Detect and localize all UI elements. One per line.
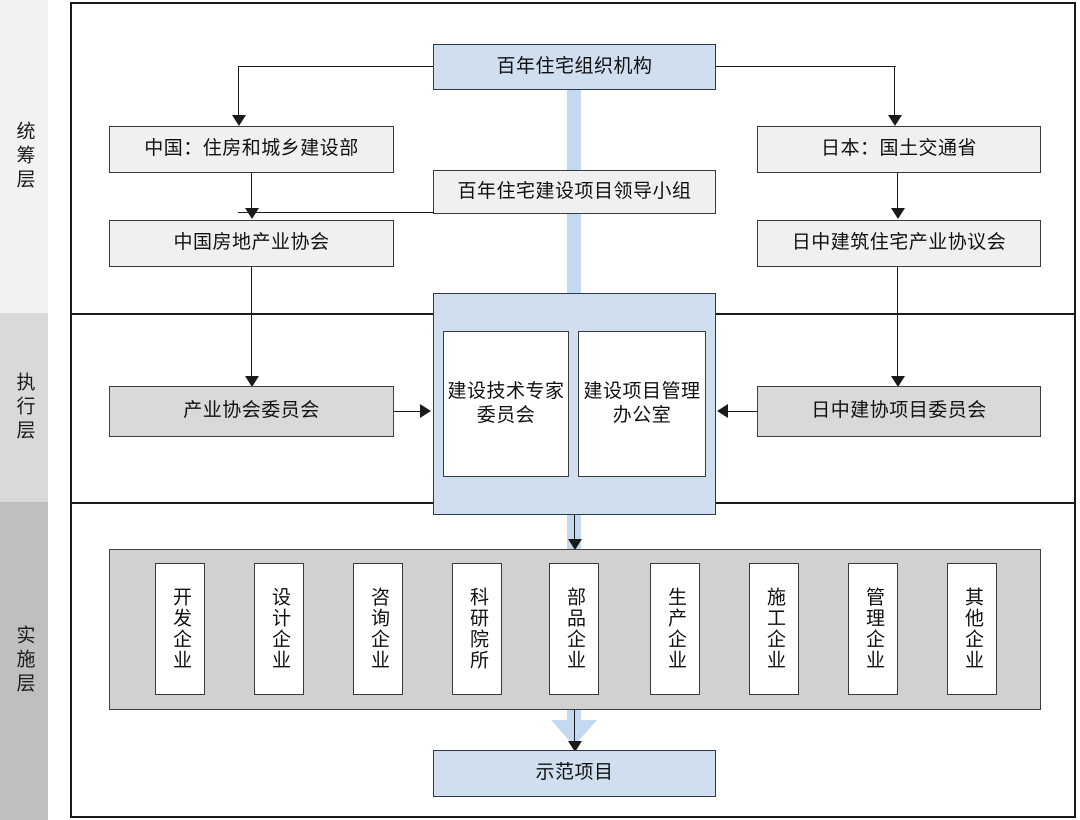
- connector-bar-to-outcome: [574, 710, 575, 743]
- layer-rail-implementation: 实施层: [0, 502, 48, 820]
- node-china-ministry[interactable]: 中国：住房和城乡建设部: [109, 126, 394, 173]
- node-japan-association[interactable]: 日中建筑住宅产业协议会: [757, 220, 1041, 267]
- node-japan-ministry-label: 日本：国土交通省: [820, 138, 977, 160]
- layer-rail-coordination: 统筹层: [0, 0, 48, 313]
- connector-right-committee-to-center: [728, 411, 758, 412]
- node-enterprise-4-label: 部品企业: [563, 587, 585, 671]
- connector-leadinggroup-to-china-column: [238, 212, 434, 213]
- node-construction-tech-expert-committee-label: 建设技术专家委员会: [447, 380, 565, 426]
- arrowhead-left-to-center: [420, 404, 431, 418]
- connector-title-to-right: [715, 66, 896, 67]
- node-industry-association-committee-label: 产业协会委员会: [183, 400, 320, 422]
- node-construction-project-management-office-label: 建设项目管理办公室: [583, 380, 701, 426]
- connector-right-drop: [894, 66, 895, 117]
- node-demonstration-project[interactable]: 示范项目: [433, 750, 716, 797]
- node-enterprise-5-label: 生产企业: [664, 587, 686, 671]
- node-japan-china-project-committee-label: 日中建协项目委员会: [811, 400, 987, 422]
- connector-title-to-left: [238, 66, 434, 67]
- node-japan-china-project-committee[interactable]: 日中建协项目委员会: [757, 386, 1041, 437]
- node-japan-ministry[interactable]: 日本：国土交通省: [757, 126, 1041, 173]
- arrowhead-to-outcome: [568, 741, 582, 752]
- connector-left-committee-to-center: [394, 411, 422, 412]
- arrowhead-to-implementation-bar: [568, 539, 582, 550]
- node-enterprise-1[interactable]: 设计企业: [254, 563, 304, 695]
- node-japan-association-label: 日中建筑住宅产业协议会: [791, 232, 1007, 254]
- connector-japan-association-down: [897, 267, 898, 377]
- node-enterprise-6-label: 施工企业: [763, 587, 785, 671]
- node-organization-title-label: 百年住宅组织机构: [496, 55, 653, 77]
- connector-center-down: [574, 515, 575, 541]
- node-enterprise-1-label: 设计企业: [268, 587, 290, 671]
- node-enterprise-7[interactable]: 管理企业: [848, 563, 898, 695]
- layer-label-coordination: 统筹层: [13, 120, 35, 193]
- connector-china-association-down: [251, 267, 252, 377]
- node-enterprise-2[interactable]: 咨询企业: [353, 563, 403, 695]
- node-china-association[interactable]: 中国房地产业协会: [109, 220, 394, 267]
- node-enterprise-7-label: 管理企业: [862, 587, 884, 671]
- node-enterprise-4[interactable]: 部品企业: [549, 563, 599, 695]
- node-enterprise-6[interactable]: 施工企业: [749, 563, 799, 695]
- arrowhead-to-china-association: [245, 208, 259, 219]
- node-enterprise-8-label: 其他企业: [961, 587, 983, 671]
- node-enterprise-2-label: 咨询企业: [367, 587, 389, 671]
- node-enterprise-0-label: 开发企业: [169, 587, 191, 671]
- node-leading-group[interactable]: 百年住宅建设项目领导小组: [433, 170, 716, 214]
- node-construction-project-management-office[interactable]: 建设项目管理办公室: [578, 331, 706, 477]
- connector-china-ministry-down: [251, 173, 252, 209]
- arrowhead-to-japan-china-committee: [891, 376, 905, 387]
- node-enterprise-8[interactable]: 其他企业: [947, 563, 997, 695]
- node-china-association-label: 中国房地产业协会: [173, 232, 330, 254]
- arrowhead-to-china-ministry: [232, 115, 246, 126]
- node-industry-association-committee[interactable]: 产业协会委员会: [109, 386, 394, 437]
- node-leading-group-label: 百年住宅建设项目领导小组: [457, 180, 692, 202]
- arrowhead-to-japan-ministry: [888, 115, 902, 126]
- arrowhead-to-industry-committee: [245, 376, 259, 387]
- arrowhead-right-to-center: [717, 404, 728, 418]
- node-enterprise-5[interactable]: 生产企业: [650, 563, 700, 695]
- layer-label-implementation: 实施层: [13, 625, 35, 697]
- diagram-frame: [70, 2, 1076, 818]
- node-china-ministry-label: 中国：住房和城乡建设部: [144, 138, 359, 160]
- node-enterprise-3-label: 科研院所: [466, 587, 488, 671]
- layer-label-execution: 执行层: [13, 371, 35, 444]
- node-demonstration-project-label: 示范项目: [535, 762, 614, 784]
- node-enterprise-0[interactable]: 开发企业: [155, 563, 205, 695]
- node-construction-tech-expert-committee[interactable]: 建设技术专家委员会: [443, 331, 569, 477]
- connector-left-drop: [238, 66, 239, 117]
- node-organization-title[interactable]: 百年住宅组织机构: [433, 44, 716, 90]
- layer-rail-execution: 执行层: [0, 313, 48, 502]
- node-enterprise-3[interactable]: 科研院所: [452, 563, 502, 695]
- arrowhead-to-japan-association: [891, 208, 905, 219]
- connector-japan-ministry-down: [897, 173, 898, 209]
